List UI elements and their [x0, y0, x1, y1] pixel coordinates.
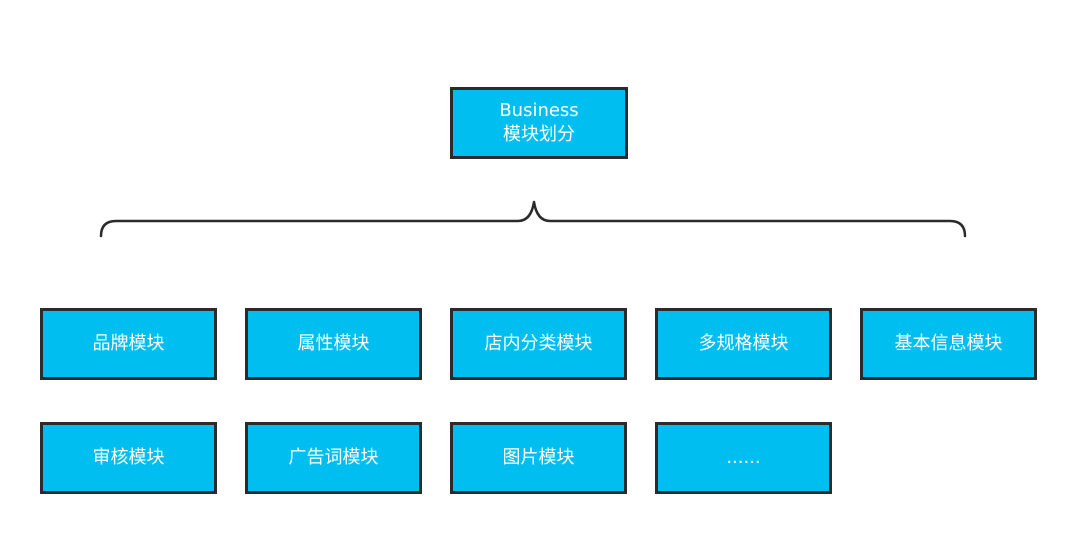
module-label: 基本信息模块: [894, 333, 1003, 354]
module-label: 广告词模块: [288, 447, 379, 468]
root-node-subtitle: 模块划分: [503, 124, 575, 145]
module-node-review: 审核模块: [40, 422, 217, 494]
module-label: 图片模块: [502, 447, 575, 468]
module-label: 店内分类模块: [484, 333, 593, 354]
module-node-basic-info: 基本信息模块: [860, 308, 1037, 380]
module-node-brand: 品牌模块: [40, 308, 217, 380]
module-label: 审核模块: [92, 447, 165, 468]
module-node-more: ......: [655, 422, 832, 494]
module-node-attribute: 属性模块: [245, 308, 422, 380]
module-node-multi-spec: 多规格模块: [655, 308, 832, 380]
module-label: 多规格模块: [698, 333, 789, 354]
module-label: 品牌模块: [92, 333, 165, 354]
module-node-ad-words: 广告词模块: [245, 422, 422, 494]
module-node-image: 图片模块: [450, 422, 627, 494]
root-node-title: Business: [499, 100, 579, 121]
module-label: ......: [726, 447, 761, 468]
root-node-business: Business 模块划分: [450, 87, 628, 159]
module-label: 属性模块: [297, 333, 370, 354]
module-node-store-category: 店内分类模块: [450, 308, 627, 380]
